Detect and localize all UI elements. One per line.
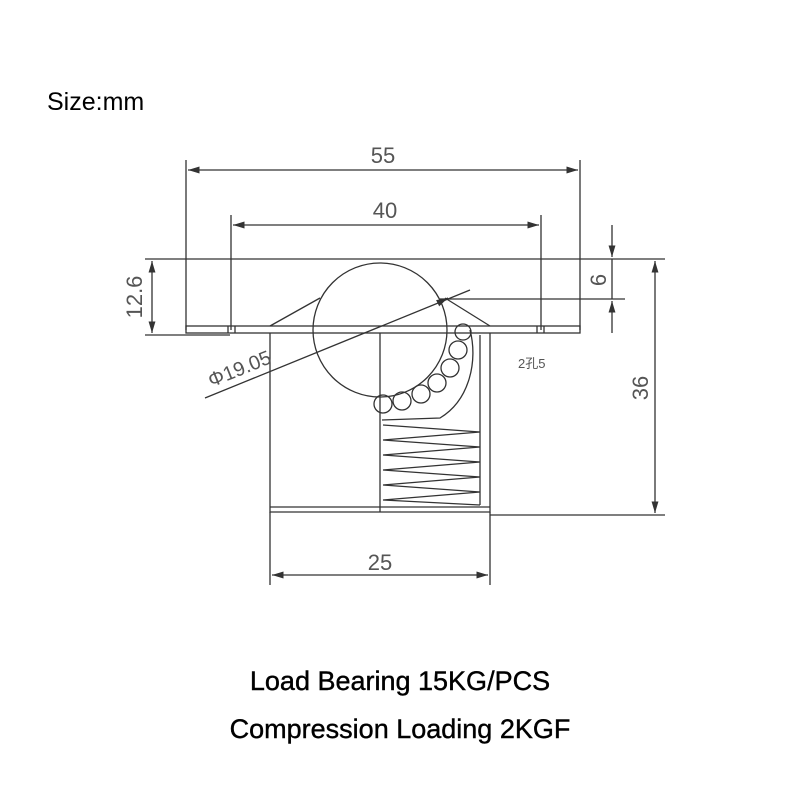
bearing-ball (411, 384, 431, 404)
body-top-right-chamfer (444, 297, 491, 327)
label-ball-diameter: Φ19.05 (205, 347, 274, 392)
bearing-ball (392, 391, 412, 411)
label-12-6: 12.6 (122, 276, 147, 319)
flange-plate (185, 325, 581, 334)
bearing-ball (440, 358, 460, 378)
ball-cup (381, 329, 474, 421)
diameter-arrow (435, 297, 449, 307)
body-top-left-chamfer (269, 297, 321, 327)
bearing-ball (448, 340, 468, 360)
bearing-ball (427, 373, 447, 393)
size-unit-label: Size:mm (47, 88, 145, 116)
label-36: 36 (628, 376, 653, 400)
label-40: 40 (373, 198, 397, 223)
main-ball (312, 262, 448, 398)
label-25: 25 (368, 550, 392, 575)
compression-caption: Compression Loading 2KGF (229, 714, 571, 744)
spring (382, 424, 481, 506)
label-55: 55 (371, 143, 395, 168)
load-bearing-caption: Load Bearing 15KG/PCS (249, 666, 551, 696)
label-holes: 2孔5 (518, 356, 545, 371)
bearing-ball (373, 394, 393, 414)
diameter-leader (204, 289, 471, 399)
label-6: 6 (586, 274, 611, 286)
